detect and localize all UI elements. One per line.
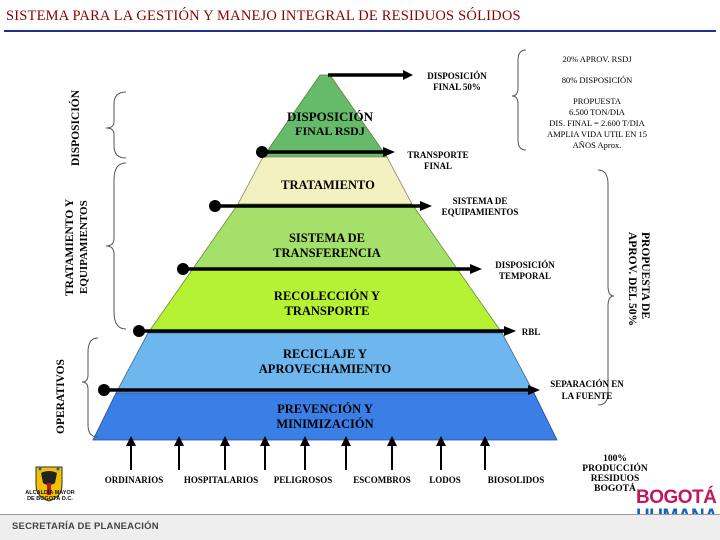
rbl-label: RBL [522, 327, 541, 337]
logo-caption-line-1: ALCALDÍA MAYOR [25, 490, 75, 496]
tier1-text-2: FINAL RSDJ [295, 124, 365, 138]
input-label-1: ORDINARIOS [105, 475, 164, 485]
input-label-6: BIOSOLIDOS [488, 475, 545, 485]
page-title: SISTEMA PARA LA GESTIÓN Y MANEJO INTEGRA… [6, 8, 521, 24]
input-label-5: LODOS [429, 475, 461, 485]
production-line-2: PRODUCCIÓN [582, 464, 648, 474]
tier-prevencion [92, 392, 558, 441]
separacion-label-2: LA FUENTE [562, 391, 613, 401]
logo-caption-line-2: DE BOGOTÁ D.C. [27, 496, 73, 502]
input-label-3: PELIGROSOS [274, 475, 333, 485]
bogota-shield-logo [35, 466, 63, 502]
label-disposicion: DISPOSICIÓN [70, 89, 82, 166]
transporte-label-1: TRANSPORTE [407, 150, 468, 160]
sistema-label-2: EQUIPAMIENTOS [442, 207, 519, 217]
note-line-1: 20% APROV. RSDJ [562, 54, 632, 64]
production-caption: 100% PRODUCCIÓN RESIDUOS BOGOTÁ [570, 454, 660, 494]
footer-text: SECRETARÍA DE PLANEACIÓN [12, 521, 159, 532]
note-line-4: 6.500 TON/DIA [569, 107, 626, 117]
tier5-text-2: APROVECHAMIENTO [259, 362, 392, 376]
temporal-label-1: DISPOSICIÓN [495, 260, 555, 270]
tier2-text: TRATAMIENTO [281, 178, 375, 192]
production-line-3: RESIDUOS [590, 474, 640, 484]
note-line-2: 80% DISPOSICIÓN [562, 75, 633, 85]
transporte-label-2: FINAL [424, 161, 452, 171]
tier3-text-1: SISTEMA DE [289, 231, 365, 245]
tier5-text-1: RECICLAJE Y [283, 347, 367, 361]
note-line-6: AMPLIA VIDA UTIL EN 15 [547, 129, 647, 139]
production-line-1: 100% [603, 454, 627, 464]
tier4-text-2: TRANSPORTE [285, 304, 370, 318]
disp-final-label-2: FINAL 50% [433, 82, 481, 92]
flow-arrows [98, 70, 540, 396]
separacion-label-1: SEPARACIÓN EN [550, 379, 624, 389]
production-line-4: BOGOTÁ [594, 484, 636, 494]
note-line-5: DIS. FINAL = 2.600 T/DIA [549, 118, 645, 128]
tier4-text-1: RECOLECCIÓN Y [274, 289, 380, 303]
title-rule [4, 30, 716, 32]
tier6-text-1: PREVENCIÓN Y [277, 402, 373, 416]
disp-final-label-1: DISPOSICIÓN [427, 71, 487, 81]
input-label-2: HOSPITALARIOS [184, 475, 258, 485]
label-operativos: OPERATIVOS [55, 359, 67, 434]
tier6-text-2: MINIMIZACIÓN [276, 417, 373, 431]
tier1-text-1: DISPOSICIÓN [287, 109, 374, 124]
logo-caption: ALCALDÍA MAYOR DE BOGOTÁ D.C. [14, 490, 86, 502]
note-line-7: AÑOS Aprox. [573, 140, 622, 150]
left-braces [81, 91, 127, 438]
label-propuesta-2: APROV. DEL 50% [626, 232, 638, 327]
input-label-4: ESCOMBROS [353, 475, 411, 485]
right-braces [511, 49, 615, 406]
tier3-text-2: TRANSFERENCIA [273, 246, 381, 260]
label-tratamiento-2: EQUIPAMIENTOS [78, 200, 90, 294]
input-arrows [126, 436, 490, 470]
brand-line-1: BOGOTÁ [636, 487, 717, 508]
sistema-label-1: SISTEMA DE [453, 196, 508, 206]
note-line-3: PROPUESTA [573, 96, 622, 106]
footer-bar [0, 515, 720, 540]
label-tratamiento-1: TRATAMIENTO Y [64, 198, 76, 296]
footer-rule [0, 514, 720, 515]
temporal-label-2: TEMPORAL [499, 271, 551, 281]
label-propuesta-1: PROPUESTA DE [639, 232, 651, 320]
